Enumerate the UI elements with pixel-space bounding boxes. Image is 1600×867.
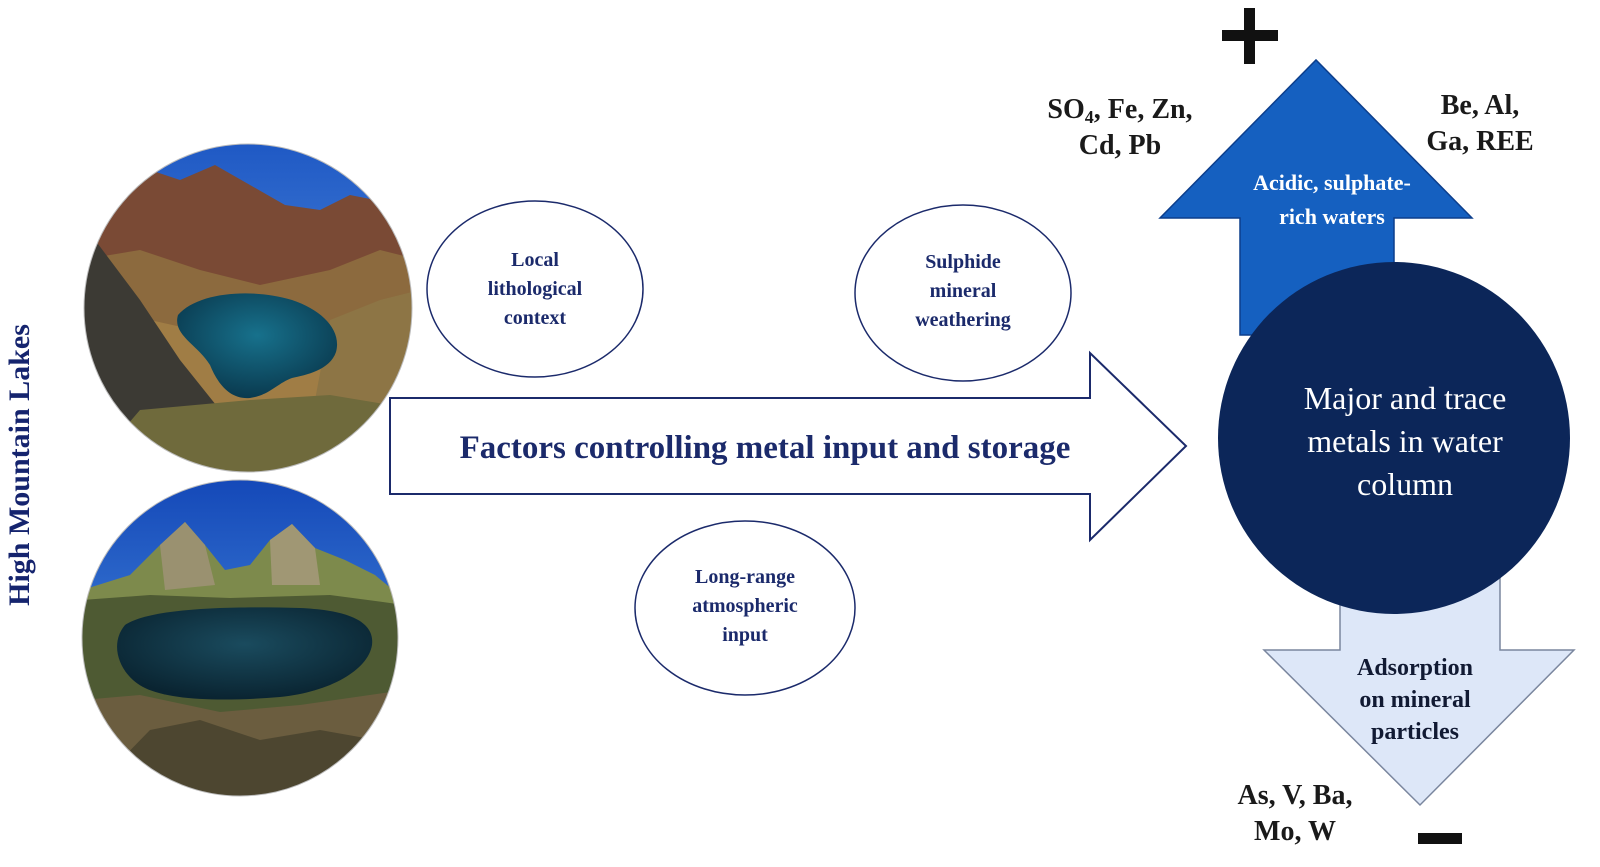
acidic-elements-right: Be, Al, Ga, REE xyxy=(1426,90,1534,157)
factor-label-atmospheric-input: Long-range atmospheric input xyxy=(692,566,798,646)
lake-photo-top xyxy=(84,144,412,472)
central-circle-label: Major and trace metals in water column xyxy=(1303,380,1507,502)
acidic-elements-left: SO4, Fe, Zn, Cd, Pb xyxy=(1047,94,1193,161)
factor-oval-local-lithology xyxy=(426,200,644,378)
factor-oval-sulphide-weathering xyxy=(854,204,1072,382)
diagram-title: High Mountain Lakes xyxy=(3,324,36,606)
lake-photo-bottom xyxy=(82,480,398,796)
minus-sign xyxy=(1418,833,1462,844)
factor-oval-atmospheric-input xyxy=(634,520,856,696)
adsorbed-elements: As, V, Ba, Mo, W xyxy=(1237,780,1353,847)
down-arrow-label: Adsorption on mineral particles xyxy=(1356,655,1474,745)
up-arrow-label: Acidic, sulphate- rich waters xyxy=(1253,170,1411,229)
factor-label-local-lithology: Local lithological context xyxy=(487,249,583,329)
factor-label-sulphide-weathering: Sulphide mineral weathering xyxy=(915,251,1011,331)
factors-arrow xyxy=(389,350,1188,543)
central-circle xyxy=(1218,262,1570,614)
factors-arrow-label: Factors controlling metal input and stor… xyxy=(459,430,1071,466)
